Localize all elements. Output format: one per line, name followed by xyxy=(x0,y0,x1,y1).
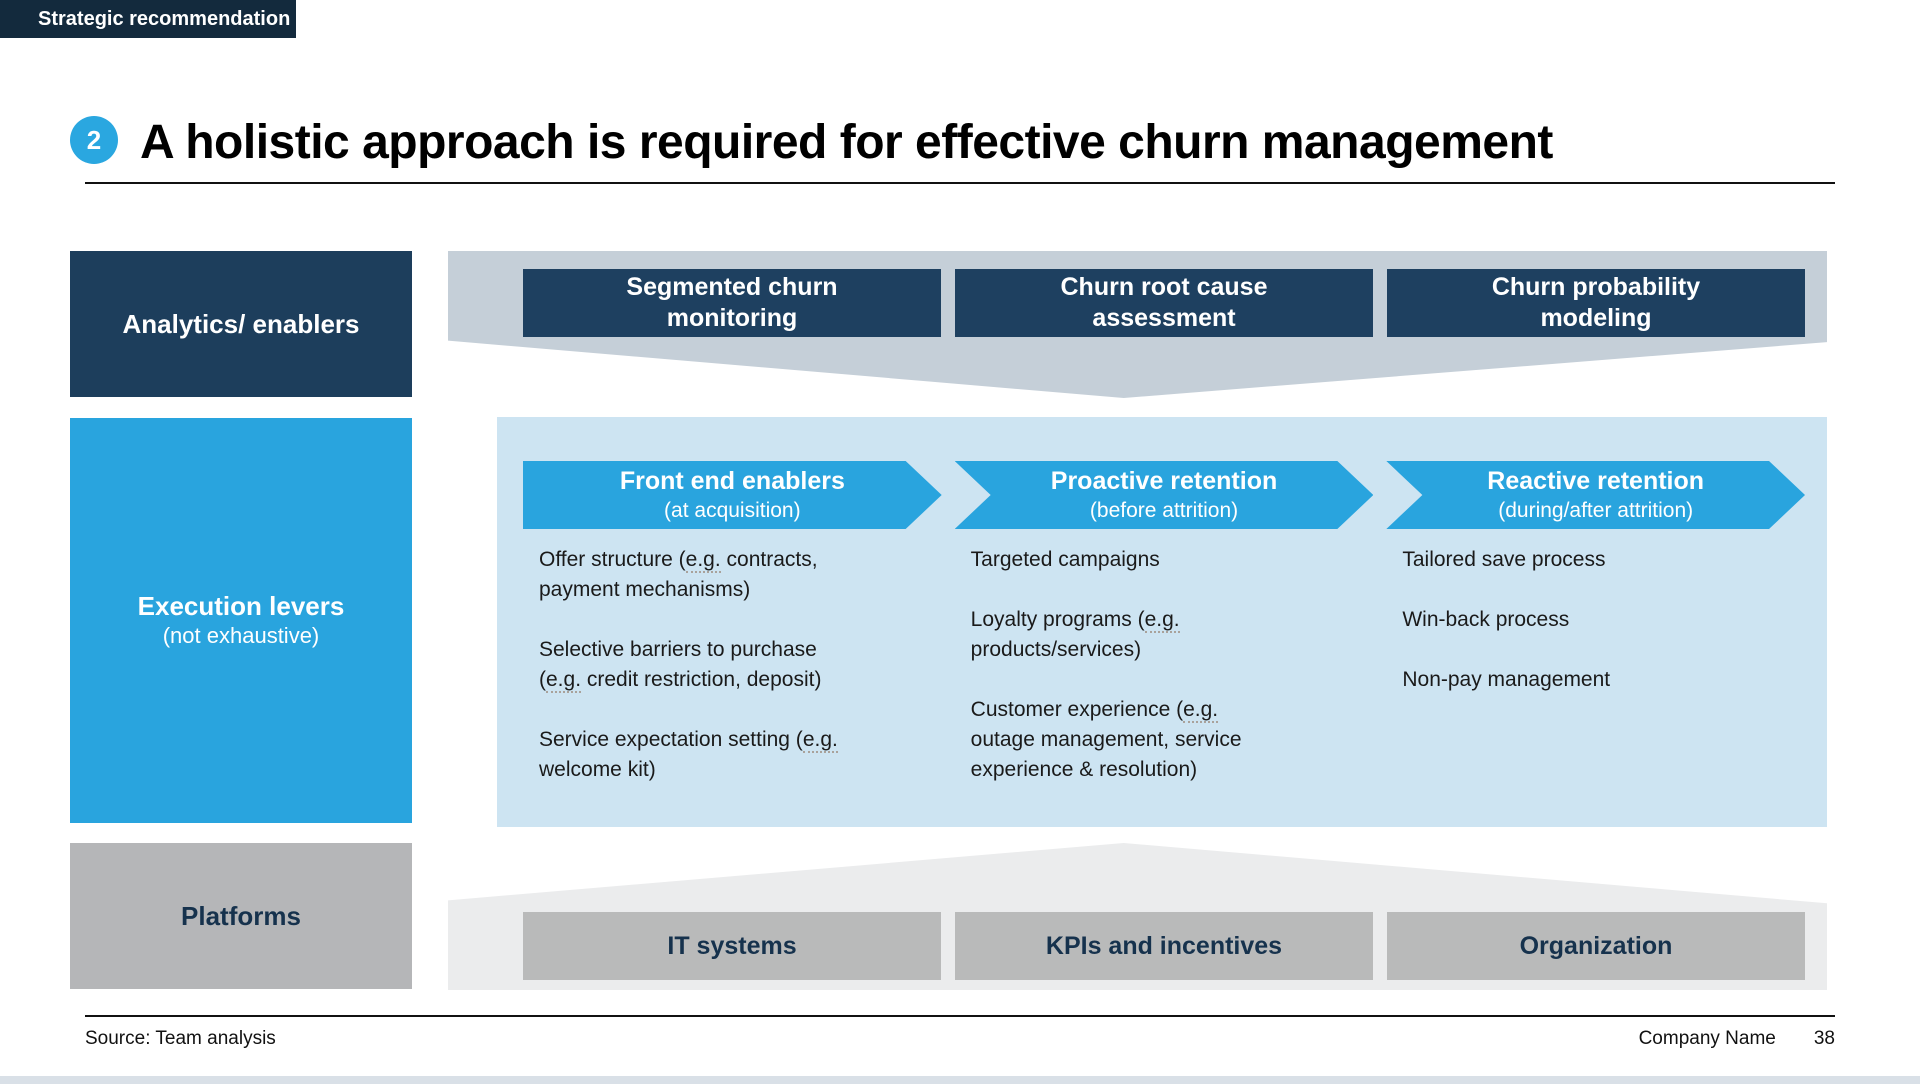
bullet-item: Win-back process xyxy=(1402,608,1570,631)
lever-columns: Offer structure (e.g. contracts, payment… xyxy=(523,545,1805,827)
analytics-box-churn-probability-modeling: Churn probability modeling xyxy=(1387,269,1805,337)
execution-row-sublabel: (not exhaustive) xyxy=(162,623,320,649)
footer-right: Company Name 38 xyxy=(1639,1028,1835,1050)
arrow-title: Reactive retention xyxy=(1487,467,1705,496)
analytics-box-churn-root-cause-assessment: Churn root cause assessment xyxy=(955,269,1373,337)
bullet-item: Loyalty programs (e.g. products/services… xyxy=(970,608,1180,661)
slide-number: 2 xyxy=(86,124,102,155)
slide-tag: Strategic recommendation xyxy=(0,0,296,38)
title-underline xyxy=(85,182,1835,184)
row-label-platforms: Platforms xyxy=(70,843,412,989)
platform-boxes-row: IT systems KPIs and incentives Organizat… xyxy=(523,912,1805,980)
execution-levers-panel: Front end enablers (at acquisition) Proa… xyxy=(497,417,1827,827)
footer-source: Source: Team analysis xyxy=(85,1028,276,1049)
analytics-boxes-row: Segmented churn monitoring Churn root ca… xyxy=(523,269,1805,337)
lever-column-front-end-enablers: Offer structure (e.g. contracts, payment… xyxy=(523,545,942,827)
footer-divider xyxy=(85,1015,1835,1017)
arrow-subtitle: (before attrition) xyxy=(1089,498,1239,522)
platform-box-kpis-and-incentives: KPIs and incentives xyxy=(955,912,1373,980)
lever-column-proactive-retention: Targeted campaigns Loyalty programs (e.g… xyxy=(955,545,1374,827)
row-label-execution: Execution levers (not exhaustive) xyxy=(70,418,412,823)
row-label-analytics: Analytics/ enablers xyxy=(70,251,412,397)
bullet-item: Service expectation setting (e.g. welcom… xyxy=(539,728,838,781)
analytics-funnel-shape: Segmented churn monitoring Churn root ca… xyxy=(448,251,1827,398)
arrow-subtitle: (at acquisition) xyxy=(664,498,801,522)
slide-number-badge: 2 xyxy=(70,116,118,164)
bullet-item: Selective barriers to purchase (e.g. cre… xyxy=(539,638,822,693)
process-arrow-front-end-enablers: Front end enablers (at acquisition) xyxy=(523,461,942,529)
footer-company-name: Company Name xyxy=(1638,1028,1776,1049)
bullet-item: Customer experience (e.g. outage managem… xyxy=(970,698,1242,781)
footer-page-number: 38 xyxy=(1813,1028,1835,1049)
bullet-item: Offer structure (e.g. contracts, payment… xyxy=(539,548,818,601)
process-arrow-reactive-retention: Reactive retention (during/after attriti… xyxy=(1386,461,1805,529)
arrow-subtitle: (during/after attrition) xyxy=(1498,498,1694,522)
analytics-box-segmented-churn-monitoring: Segmented churn monitoring xyxy=(523,269,941,337)
bullet-item: Tailored save process xyxy=(1402,548,1606,571)
bottom-edge-strip xyxy=(0,1076,1920,1084)
bullet-item: Targeted campaigns xyxy=(970,548,1160,571)
arrow-title: Proactive retention xyxy=(1050,467,1278,496)
slide-tag-label: Strategic recommendation xyxy=(38,8,291,30)
analytics-row-label: Analytics/ enablers xyxy=(122,308,360,339)
platform-box-organization: Organization xyxy=(1387,912,1805,980)
platforms-row-label: Platforms xyxy=(181,900,301,931)
process-arrow-proactive-retention: Proactive retention (before attrition) xyxy=(955,461,1374,529)
process-arrow-row: Front end enablers (at acquisition) Proa… xyxy=(523,461,1805,529)
lever-column-reactive-retention: Tailored save process Win-back process N… xyxy=(1386,545,1805,827)
bullet-item: Non-pay management xyxy=(1402,668,1611,691)
platforms-base-shape: IT systems KPIs and incentives Organizat… xyxy=(448,843,1827,990)
platform-box-it-systems: IT systems xyxy=(523,912,941,980)
execution-row-label: Execution levers xyxy=(137,590,345,621)
arrow-title: Front end enablers xyxy=(619,467,845,496)
slide-title: A holistic approach is required for effe… xyxy=(140,116,1553,169)
